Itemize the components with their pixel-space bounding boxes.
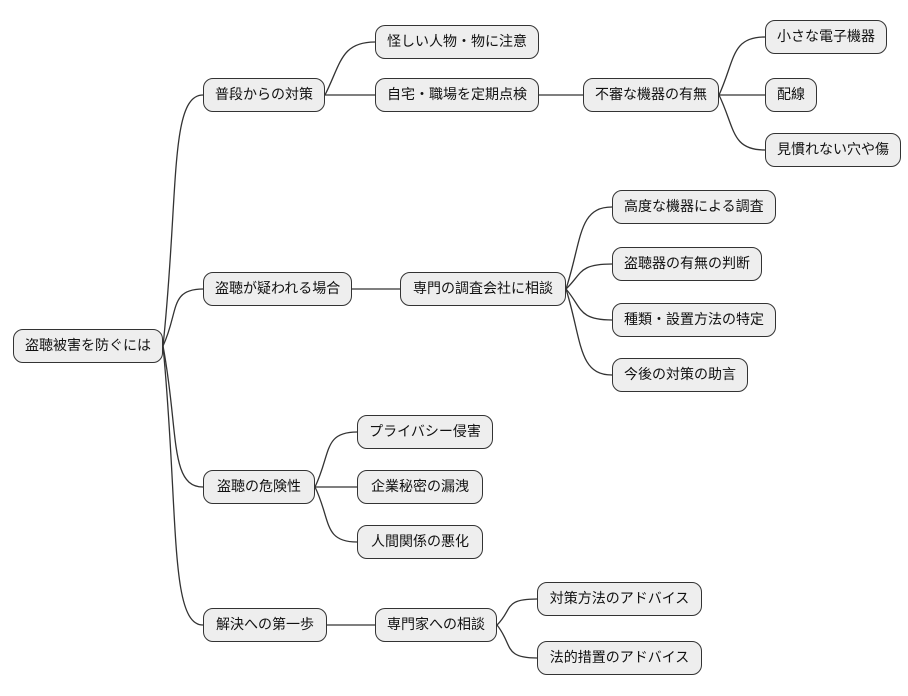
mindmap-node-label: 見慣れない穴や傷 <box>777 142 889 158</box>
mindmap-edge-n2a-n2a4 <box>565 288 613 376</box>
mindmap-node-label: 人間関係の悪化 <box>371 534 469 550</box>
mindmap-node-label: 法的措置のアドバイス <box>549 650 690 666</box>
mindmap-node-label: 企業秘密の漏洩 <box>371 479 469 495</box>
mindmap-node-n1b1c: 見慣れない穴や傷 <box>765 133 901 167</box>
mindmap-node-label: 配線 <box>777 87 805 103</box>
mindmap-node-n4a2: 法的措置のアドバイス <box>537 641 702 675</box>
mindmap-node-label: 自宅・職場を定期点検 <box>387 87 527 103</box>
mindmap-node-label: 盗聴が疑われる場合 <box>215 281 341 297</box>
mindmap-node-label: 小さな電子機器 <box>777 29 875 45</box>
mindmap-node-n3b: 企業秘密の漏洩 <box>357 470 483 504</box>
mindmap-node-n3: 盗聴の危険性 <box>203 470 315 504</box>
mindmap-node-label: 解決への第一歩 <box>216 617 314 633</box>
mindmap-node-n1b1a: 小さな電子機器 <box>765 20 887 54</box>
mindmap-node-n3a: プライバシー侵害 <box>357 415 493 449</box>
mindmap-edge-n3-n3c <box>314 486 358 543</box>
mindmap-edge-root-n4 <box>162 345 204 626</box>
mindmap-node-label: 高度な機器による調査 <box>624 199 764 215</box>
mindmap-node-n1a: 怪しい人物・物に注意 <box>375 25 539 59</box>
mindmap-node-n4: 解決への第一歩 <box>203 608 327 642</box>
mindmap-edge-n2a-n2a3 <box>565 288 613 321</box>
mindmap-node-n3c: 人間関係の悪化 <box>357 525 483 559</box>
mindmap-edge-root-n2 <box>162 288 204 347</box>
mindmap-edge-n2a-n2a2 <box>565 263 613 290</box>
mindmap-node-n4a: 専門家への相談 <box>375 608 497 642</box>
mindmap-node-label: 怪しい人物・物に注意 <box>387 34 527 50</box>
mindmap-node-n1b: 自宅・職場を定期点検 <box>375 78 539 112</box>
mindmap-node-label: 普段からの対策 <box>215 87 313 103</box>
mindmap-edge-n4a-n4a1 <box>496 598 538 626</box>
mindmap-node-n1: 普段からの対策 <box>203 78 325 112</box>
mindmap-node-label: 不審な機器の有無 <box>595 87 707 103</box>
mindmap-node-label: 盗聴被害を防ぐには <box>25 338 151 354</box>
mindmap-node-label: 種類・設置方法の特定 <box>624 312 764 328</box>
mindmap-edge-root-n3 <box>162 345 204 488</box>
mindmap-edge-n3-n3a <box>314 431 358 488</box>
mindmap-edge-n1b1-n1b1a <box>718 36 766 96</box>
mindmap-node-label: 盗聴器の有無の判断 <box>624 256 750 272</box>
mindmap-node-n2a2: 盗聴器の有無の判断 <box>612 247 762 281</box>
mindmap-node-label: プライバシー侵害 <box>369 424 481 440</box>
mindmap-node-label: 専門家への相談 <box>387 617 485 633</box>
mindmap-edge-root-n1 <box>162 94 204 347</box>
mindmap-node-label: 盗聴の危険性 <box>217 479 301 495</box>
mindmap-node-n2a4: 今後の対策の助言 <box>612 358 748 392</box>
mindmap-node-n2a: 専門の調査会社に相談 <box>400 272 566 306</box>
mindmap-node-n1b1: 不審な機器の有無 <box>583 78 719 112</box>
mindmap-edge-n4a-n4a2 <box>496 624 538 659</box>
mindmap-edge-n1b1-n1b1c <box>718 94 766 151</box>
mindmap-node-label: 専門の調査会社に相談 <box>413 281 553 297</box>
mindmap-node-n2: 盗聴が疑われる場合 <box>203 272 353 306</box>
mindmap-node-n4a1: 対策方法のアドバイス <box>537 582 702 616</box>
mindmap-node-n2a1: 高度な機器による調査 <box>612 190 776 224</box>
mindmap-node-n1b1b: 配線 <box>765 78 817 112</box>
mindmap-node-label: 今後の対策の助言 <box>624 367 736 383</box>
mindmap-node-n2a3: 種類・設置方法の特定 <box>612 303 776 337</box>
mindmap-edge-n1-n1a <box>324 41 376 96</box>
mindmap-node-root: 盗聴被害を防ぐには <box>13 329 163 363</box>
mindmap-node-label: 対策方法のアドバイス <box>549 591 690 607</box>
mindmap-edge-n2a-n2a1 <box>565 206 613 290</box>
